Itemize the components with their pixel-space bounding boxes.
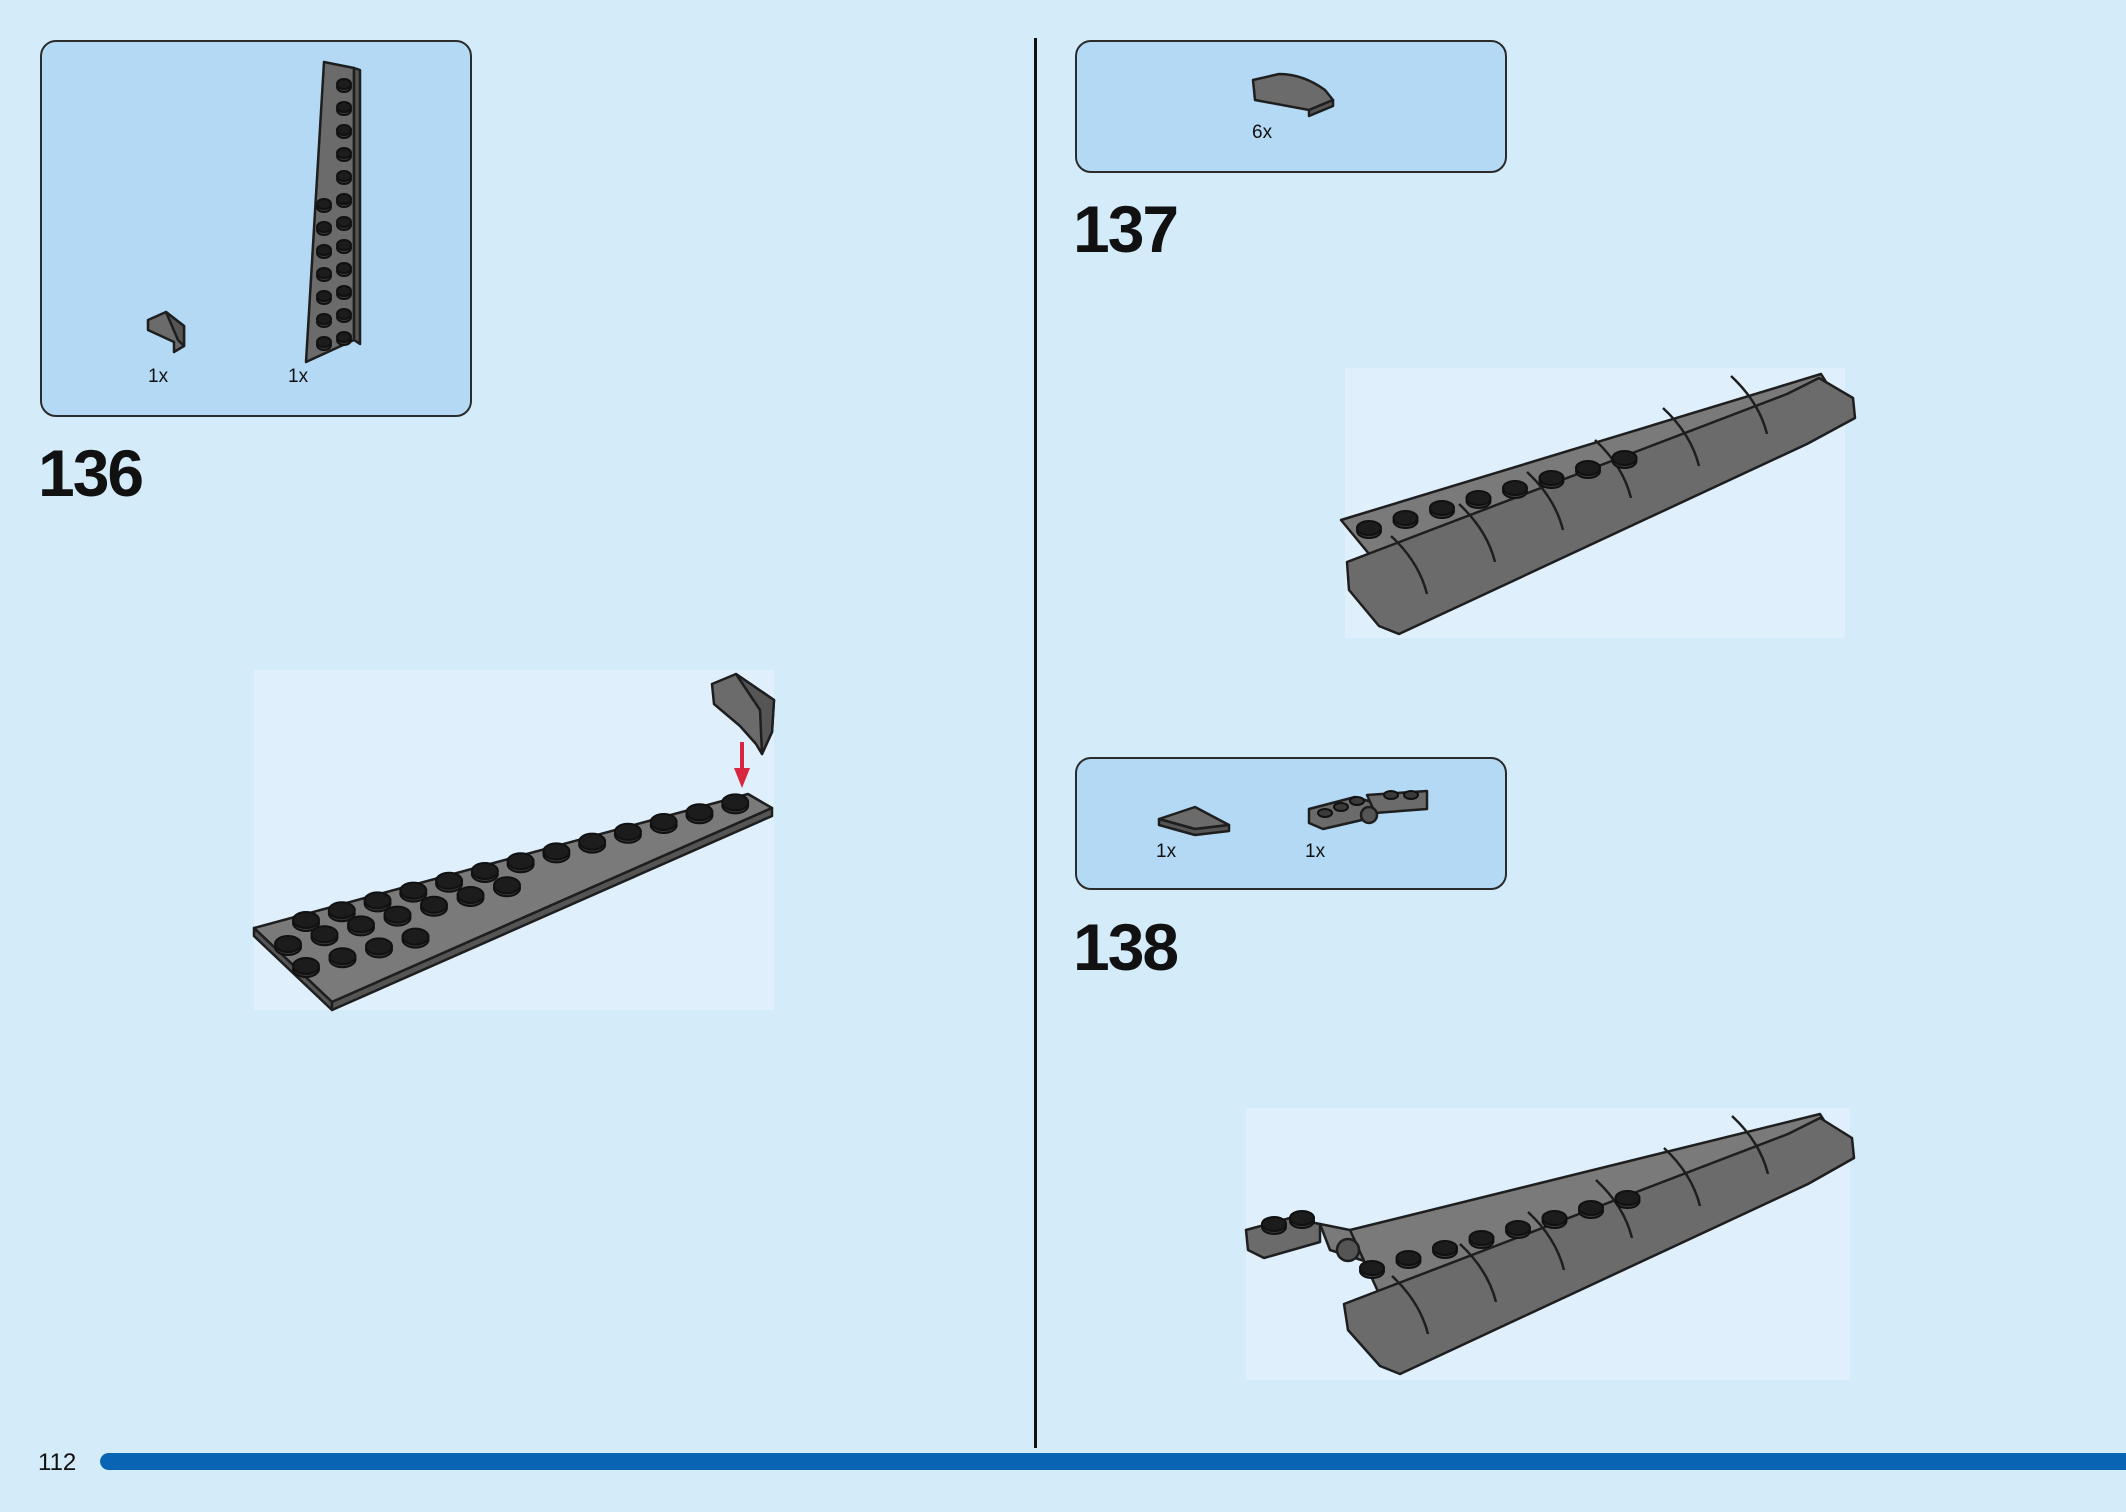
stud — [336, 239, 352, 251]
stud — [649, 813, 678, 831]
stud — [506, 852, 535, 871]
wedge-plate-2x2-icon — [1157, 805, 1231, 837]
stud — [336, 78, 352, 90]
stud — [316, 198, 332, 210]
curved-slope-seam — [1458, 503, 1497, 563]
stud — [1356, 520, 1382, 536]
stud — [316, 336, 332, 348]
stud — [1392, 510, 1419, 526]
page-divider — [1034, 38, 1037, 1448]
stud — [327, 901, 356, 920]
stud — [310, 925, 339, 944]
stud — [578, 832, 607, 851]
curved-slope-seam — [1731, 1115, 1770, 1175]
curved-slope-seam — [1527, 1211, 1566, 1271]
stud — [328, 947, 357, 966]
stud — [685, 803, 714, 822]
hinge-plate-icon — [1307, 789, 1429, 831]
curved-slope-seam — [1526, 471, 1565, 531]
stud — [1261, 1216, 1287, 1232]
stud — [470, 862, 499, 880]
stud — [336, 101, 352, 113]
page-number: 112 — [38, 1449, 77, 1476]
stud — [316, 267, 332, 279]
stud — [292, 911, 320, 929]
part-qty: 1x — [1305, 841, 1326, 862]
stud — [292, 957, 320, 975]
stud — [336, 124, 352, 136]
step-number: 137 — [1073, 192, 1179, 266]
parts-box-step-136: 1x 1x — [40, 40, 472, 417]
curved-slope-seam — [1595, 1179, 1634, 1239]
wedge-plate-icon — [304, 60, 362, 364]
stud — [274, 935, 302, 953]
step-137-assembly — [1339, 368, 1857, 638]
stud — [613, 822, 642, 841]
stud — [336, 147, 352, 159]
stud — [316, 290, 332, 302]
stud — [721, 793, 750, 812]
stud — [542, 842, 571, 861]
stud — [1359, 1260, 1385, 1276]
curved-slope-seam — [1459, 1243, 1498, 1303]
stud — [456, 886, 485, 904]
stud — [365, 937, 393, 956]
stud — [336, 170, 352, 182]
curved-slope-seam — [1662, 407, 1701, 467]
stud — [336, 308, 352, 320]
stud — [336, 193, 352, 205]
stud — [336, 216, 352, 228]
stud — [363, 891, 392, 910]
stud — [316, 221, 332, 233]
stud — [1614, 1190, 1641, 1206]
step-number: 136 — [38, 436, 144, 510]
stud — [1432, 1240, 1458, 1256]
stud — [1289, 1210, 1315, 1226]
stud — [401, 927, 430, 946]
progress-bar — [100, 1453, 2126, 1470]
stud — [435, 871, 464, 890]
stud — [1429, 500, 1455, 516]
stud — [347, 915, 375, 934]
stud — [1465, 490, 1492, 506]
stud — [420, 895, 448, 914]
parts-box-step-138: 1x 1x — [1075, 757, 1507, 890]
stud — [336, 285, 352, 297]
stud — [399, 881, 428, 900]
stud — [336, 262, 352, 274]
stud — [1505, 1220, 1531, 1236]
stud — [316, 244, 332, 256]
part-qty: 1x — [148, 366, 169, 387]
stud — [1575, 460, 1601, 476]
part-qty: 1x — [288, 366, 309, 387]
stud — [1578, 1200, 1604, 1216]
stud — [493, 876, 521, 895]
stud — [383, 905, 412, 924]
part-qty: 1x — [1156, 841, 1177, 862]
curved-slope-seam — [1663, 1147, 1702, 1207]
stud — [1468, 1230, 1495, 1246]
curved-slope-seam — [1730, 375, 1769, 435]
stud — [1502, 480, 1528, 496]
stud — [1611, 450, 1638, 466]
part-qty: 6x — [1252, 122, 1273, 143]
stud — [336, 331, 352, 343]
stud — [316, 313, 332, 325]
curved-slope-2x2-icon — [1251, 72, 1335, 118]
step-138-assembly — [1244, 1108, 1856, 1380]
curved-slope-seam — [1390, 535, 1429, 595]
parts-box-step-137: 6x — [1075, 40, 1507, 173]
step-136-assembly — [252, 670, 776, 1012]
stud — [1541, 1210, 1568, 1226]
progress-bar-fill — [100, 1453, 2126, 1470]
step-number: 138 — [1073, 910, 1179, 984]
curved-slope-seam — [1391, 1275, 1430, 1335]
curved-slope-1x1-icon — [146, 310, 186, 354]
stud — [1395, 1250, 1422, 1266]
stud — [1538, 470, 1565, 486]
